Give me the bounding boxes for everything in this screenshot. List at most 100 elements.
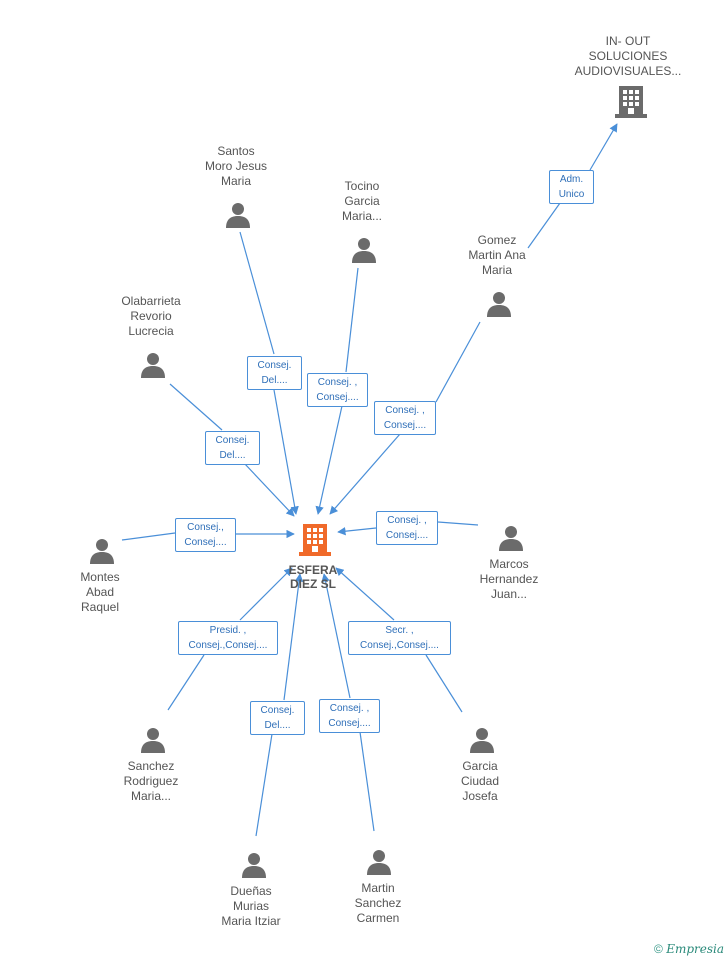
company-in-out-line-2: SOLUCIONES [588, 49, 668, 63]
person-olabarrieta-label[interactable]: Olabarrieta Revorio Lucrecia [86, 294, 216, 339]
person-gomez-line-2: Martin Ana [468, 248, 526, 262]
company-in-out-building-icon[interactable] [615, 84, 647, 123]
person-sanchez-label[interactable]: Sanchez Rodriguez Maria... [86, 759, 216, 804]
person-santos-line-2: Moro Jesus [204, 159, 268, 173]
relation-tocino-line-2: Consej.... [316, 392, 359, 403]
person-santos-line-1: Santos [217, 144, 255, 158]
edge-line [359, 731, 375, 832]
relation-tocino[interactable]: Consej. , Consej.... [307, 373, 368, 407]
relation-sanchez-line-1: Presid. , [209, 625, 247, 636]
person-garcia-label[interactable]: Garcia Ciudad Josefa [415, 759, 545, 804]
relation-martin[interactable]: Consej. , Consej.... [319, 699, 380, 733]
edge-line [315, 405, 343, 515]
edge-line [283, 573, 304, 701]
relation-santos-line-1: Consej. [257, 360, 292, 371]
relation-marcos-line-1: Consej. , [387, 515, 427, 526]
relation-adm-line-2: Unico [558, 189, 585, 200]
person-gomez-line-1: Gomez [477, 233, 517, 247]
company-in-out-line-3: AUDIOVISUALES... [574, 64, 682, 78]
person-tocino-line-1: Tocino [344, 179, 380, 193]
edge-line [169, 383, 223, 431]
edge-line [121, 532, 176, 541]
company-in-out-label[interactable]: IN- OUT SOLUCIONES AUDIOVISUALES... [563, 34, 693, 79]
person-martin-line-1: Martin [361, 881, 395, 895]
person-duenas-label[interactable]: Dueñas Murias Maria Itziar [186, 884, 316, 929]
person-montes-line-2: Abad [85, 585, 115, 599]
person-gomez-label[interactable]: Gomez Martin Ana Maria [432, 233, 562, 278]
edge-line [335, 567, 395, 621]
person-montes-line-3: Raquel [80, 600, 120, 614]
person-marcos-label[interactable]: Marcos Hernandez Juan... [444, 557, 574, 602]
person-duenas-icon[interactable] [240, 850, 268, 883]
footer-brand[interactable]: © Empresia [654, 942, 724, 956]
person-santos-label[interactable]: Santos Moro Jesus Maria [171, 144, 301, 189]
person-olabarrieta-icon[interactable] [139, 350, 167, 383]
edge-line [239, 567, 293, 621]
relation-olabarrieta-line-1: Consej. [215, 435, 250, 446]
person-olabarrieta-line-3: Lucrecia [128, 324, 174, 338]
relation-marcos-line-2: Consej.... [385, 530, 429, 541]
relation-adm-line-1: Adm. [559, 174, 584, 185]
person-marcos-icon[interactable] [497, 523, 525, 556]
relation-garcia[interactable]: Secr. , Consej.,Consej.... [348, 621, 451, 655]
relation-santos-line-2: Del.... [261, 375, 288, 386]
relation-duenas[interactable]: Consej. Del.... [250, 701, 305, 735]
person-olabarrieta-line-2: Revorio [130, 309, 172, 323]
relation-adm-unico[interactable]: Adm. Unico [549, 170, 594, 204]
person-santos-line-3: Maria [220, 174, 251, 188]
relation-olabarrieta[interactable]: Consej. Del.... [205, 431, 260, 465]
relation-martin-line-2: Consej.... [328, 718, 371, 729]
edge-line [345, 267, 359, 373]
relation-duenas-line-2: Del.... [264, 720, 291, 731]
edge-line [329, 433, 401, 515]
person-martin-line-3: Carmen [356, 911, 400, 925]
edge-line [527, 202, 561, 249]
relation-montes[interactable]: Consej., Consej.... [175, 518, 236, 552]
person-montes-icon[interactable] [88, 536, 116, 569]
person-marcos-line-2: Hernandez [479, 572, 539, 586]
person-martin-line-2: Sanchez [354, 896, 402, 910]
person-sanchez-line-2: Rodriguez [123, 774, 179, 788]
relationship-edges [121, 123, 618, 837]
center-company-name[interactable]: ESFERA DIEZ SL [253, 563, 373, 591]
edge-line [273, 389, 299, 515]
edge-line [255, 733, 273, 837]
person-santos-icon[interactable] [224, 200, 252, 233]
person-garcia-line-3: Josefa [462, 789, 498, 803]
relation-martin-line-1: Consej. , [329, 703, 370, 714]
person-sanchez-line-1: Sanchez [127, 759, 175, 773]
relation-montes-line-2: Consej.... [184, 537, 227, 548]
edge-line [435, 321, 481, 403]
person-garcia-icon[interactable] [468, 725, 496, 758]
person-martin-icon[interactable] [365, 847, 393, 880]
edge-line [425, 654, 463, 713]
center-company-name-line-1: ESFERA [288, 563, 338, 577]
person-tocino-label[interactable]: Tocino Garcia Maria... [297, 179, 427, 224]
center-company-icon[interactable] [299, 522, 331, 561]
person-montes-label[interactable]: Montes Abad Raquel [35, 570, 165, 615]
edge-line [239, 231, 275, 355]
center-company-name-line-2: DIEZ SL [289, 577, 336, 591]
company-in-out-line-1: IN- OUT [605, 34, 651, 48]
brand-name: Empresia [666, 942, 724, 956]
person-sanchez-line-3: Maria... [130, 789, 171, 803]
relation-santos[interactable]: Consej. Del.... [247, 356, 302, 390]
person-sanchez-icon[interactable] [139, 725, 167, 758]
edge-line [243, 462, 295, 517]
relation-montes-line-1: Consej., [187, 522, 224, 533]
edge-line [321, 573, 351, 699]
relation-sanchez[interactable]: Presid. , Consej.,Consej.... [178, 621, 278, 655]
edge-line [167, 654, 205, 711]
person-tocino-icon[interactable] [350, 235, 378, 268]
person-gomez-icon[interactable] [485, 289, 513, 322]
relation-gomez[interactable]: Consej. , Consej.... [374, 401, 436, 435]
edge-line [337, 527, 377, 536]
relation-olabarrieta-line-2: Del.... [219, 450, 246, 461]
person-gomez-line-3: Maria [481, 263, 512, 277]
person-tocino-line-3: Maria... [341, 209, 382, 223]
person-martin-label[interactable]: Martin Sanchez Carmen [313, 881, 443, 926]
relation-marcos[interactable]: Consej. , Consej.... [376, 511, 438, 545]
relation-gomez-line-2: Consej.... [383, 420, 427, 431]
relation-garcia-line-2: Consej.,Consej.... [360, 640, 439, 651]
